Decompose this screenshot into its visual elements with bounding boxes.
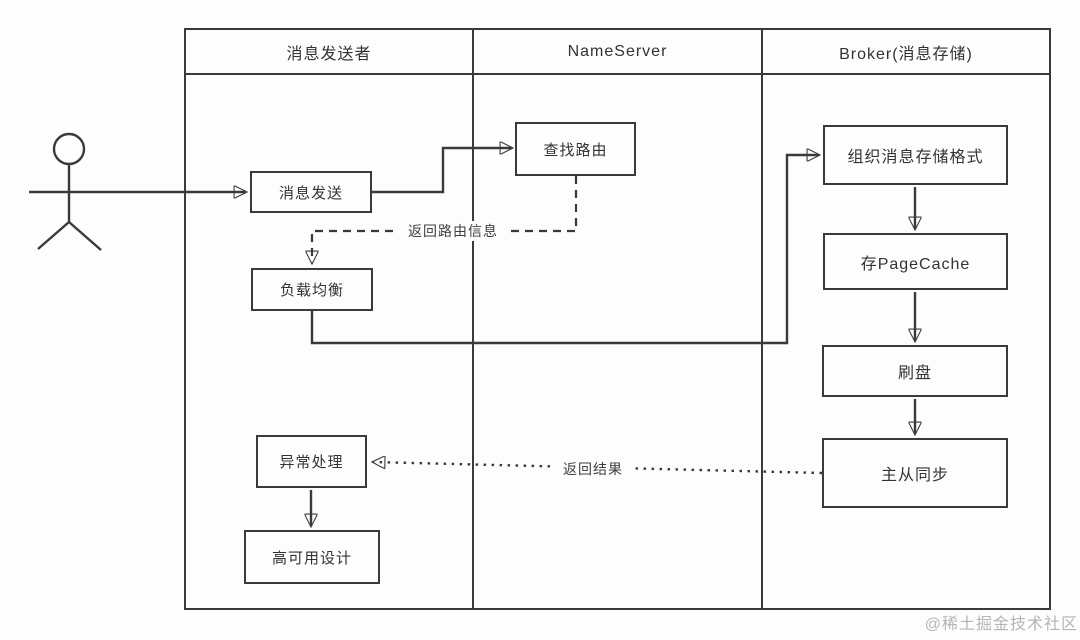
column-divider-2 <box>761 28 763 610</box>
node-load-balance: 负载均衡 <box>251 268 373 311</box>
node-exception-handling: 异常处理 <box>256 435 367 488</box>
edge-label-return-result: 返回结果 <box>553 459 633 479</box>
swimlane-frame <box>184 28 1051 610</box>
node-store-page-cache: 存PageCache <box>823 233 1008 290</box>
column-header-message-sender: 消息发送者 <box>286 46 372 63</box>
node-high-availability-design: 高可用设计 <box>244 530 380 584</box>
column-header-nameserver: NameServer <box>567 43 668 60</box>
edge-label-return-route-info: 返回路由信息 <box>398 221 508 241</box>
node-find-route: 查找路由 <box>515 122 636 176</box>
actor-stick-figure-icon <box>37 132 102 251</box>
node-organize-storage-format: 组织消息存储格式 <box>823 125 1008 185</box>
header-row-divider <box>184 73 1051 75</box>
node-master-slave-sync: 主从同步 <box>822 438 1008 508</box>
node-flush-disk: 刷盘 <box>822 345 1008 397</box>
column-divider-1 <box>472 28 474 610</box>
column-header-broker: Broker(消息存储) <box>839 46 973 63</box>
node-message-send: 消息发送 <box>250 171 372 213</box>
watermark: @稀土掘金技术社区 <box>924 616 1078 633</box>
